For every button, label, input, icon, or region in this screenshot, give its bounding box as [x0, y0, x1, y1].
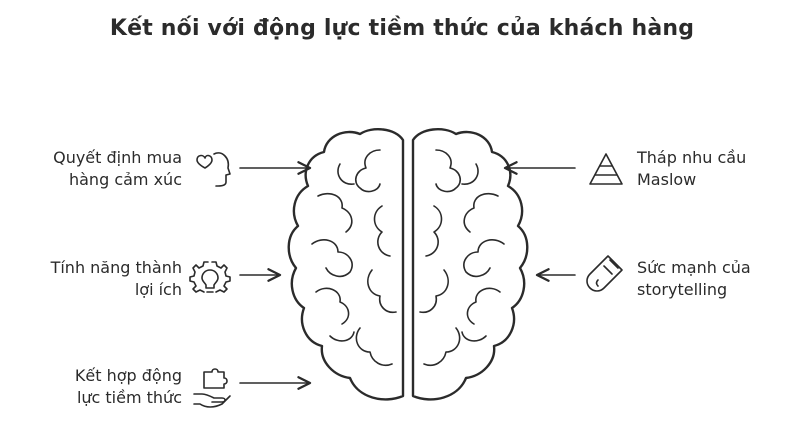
label-suc-manh-storytelling: Sức mạnh của storytelling [637, 257, 751, 301]
label-line: Maslow [637, 170, 697, 189]
brain-icon [287, 128, 529, 401]
label-tinh-nang-thanh-loi-ich: Tính năng thành lợi ích [51, 257, 182, 301]
label-line: Tính năng thành [50, 258, 182, 277]
label-quyet-dinh-mua-hang: Quyết định mua hàng cảm xúc [53, 147, 182, 191]
magnet-icon [586, 255, 623, 292]
label-line: lợi ích [134, 280, 182, 299]
label-thap-nhu-cau-maslow: Tháp nhu cầu Maslow [637, 147, 746, 191]
label-line: Sức mạnh của [637, 258, 751, 277]
heart-head-icon [196, 152, 231, 187]
puzzle-hand-icon [193, 368, 231, 408]
label-ket-hop-dong-luc: Kết hợp động lực tiềm thức [75, 365, 182, 409]
label-line: Kết hợp động [74, 366, 182, 385]
pyramid-icon [589, 153, 623, 185]
gear-bulb-icon [189, 261, 231, 293]
diagram-title: Kết nối với động lực tiềm thức của khách… [109, 16, 695, 41]
label-line: Quyết định mua [53, 148, 182, 167]
label-line: storytelling [637, 280, 728, 299]
label-line: hàng cảm xúc [68, 170, 182, 189]
label-line: lực tiềm thức [76, 388, 182, 407]
label-line: Tháp nhu cầu [637, 148, 747, 167]
